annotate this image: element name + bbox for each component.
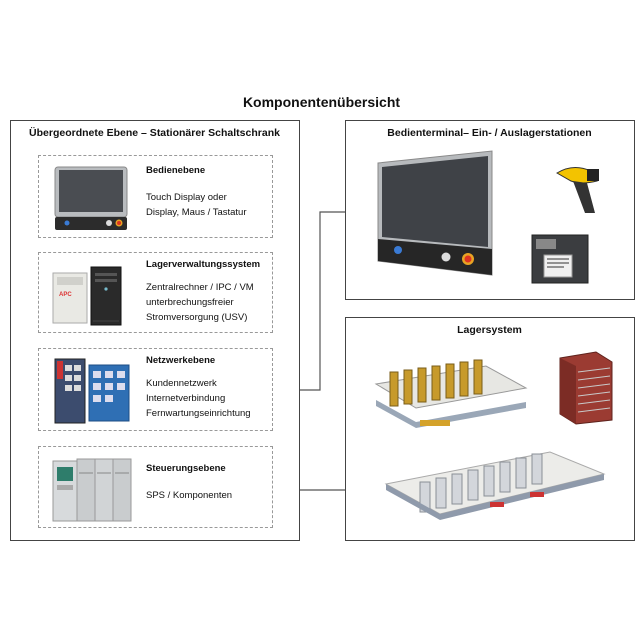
card-title-lagerverwaltungssystem: Lagerverwaltungssystem [146,259,261,270]
vertical-lift-module-image [559,351,613,425]
plc-modules-image [52,458,132,522]
card-line: Internetverbindung [146,393,226,404]
automated-storage-line-image [384,451,606,520]
storage-panel-title: Lagersystem [457,324,522,336]
card-title-steuerungsebene: Steuerungsebene [146,463,226,474]
card-bedienebene: Bedienebene Touch Display oder Display, … [38,155,273,238]
card-lagerverwaltungssystem: APC Lagerverwaltungssystem Zentralrechne… [38,252,273,333]
card-line: Zentralrechner / IPC / VM [146,282,254,293]
label-printer-image [531,234,589,284]
barcode-scanner-image [556,167,599,213]
card-title-netzwerkebene: Netzwerkebene [146,355,216,366]
left-panel-title: Übergeordnete Ebene – Stationärer Schalt… [29,127,280,139]
network-switches-image [54,358,130,424]
diagram-title: Komponentenübersicht [242,94,401,110]
card-line: Touch Display oder [146,192,227,203]
ups-and-pc-tower-image: APC [52,266,122,326]
storage-panel: Lagersystem [345,317,635,541]
card-title-bedienebene: Bedienebene [146,165,206,176]
card-line: Kundennetzwerk [146,378,217,389]
card-line: SPS / Komponenten [146,490,233,501]
card-line: Stromversorgung (USV) [146,312,248,323]
card-line: unterbrechungsfreier [146,297,234,308]
card-line: Display, Maus / Tastatur [146,207,247,218]
card-steuerungsebene: Steuerungsebene SPS / Komponenten [38,446,273,528]
svg-text:APC: APC [59,292,72,298]
touch-panel-pc-image [54,166,128,230]
terminal-panel-title: Bedienterminal– Ein- / Auslagerstationen [387,127,592,139]
shuttle-racking-system-image [374,359,528,428]
card-netzwerkebene: Netzwerkebene Kundennetzwerk Internetver… [38,348,273,431]
terminal-panel: Bedienterminal– Ein- / Auslagerstationen [345,120,635,300]
panel-pc-image [377,150,493,276]
card-line: Fernwartungseinrichtung [146,408,251,419]
